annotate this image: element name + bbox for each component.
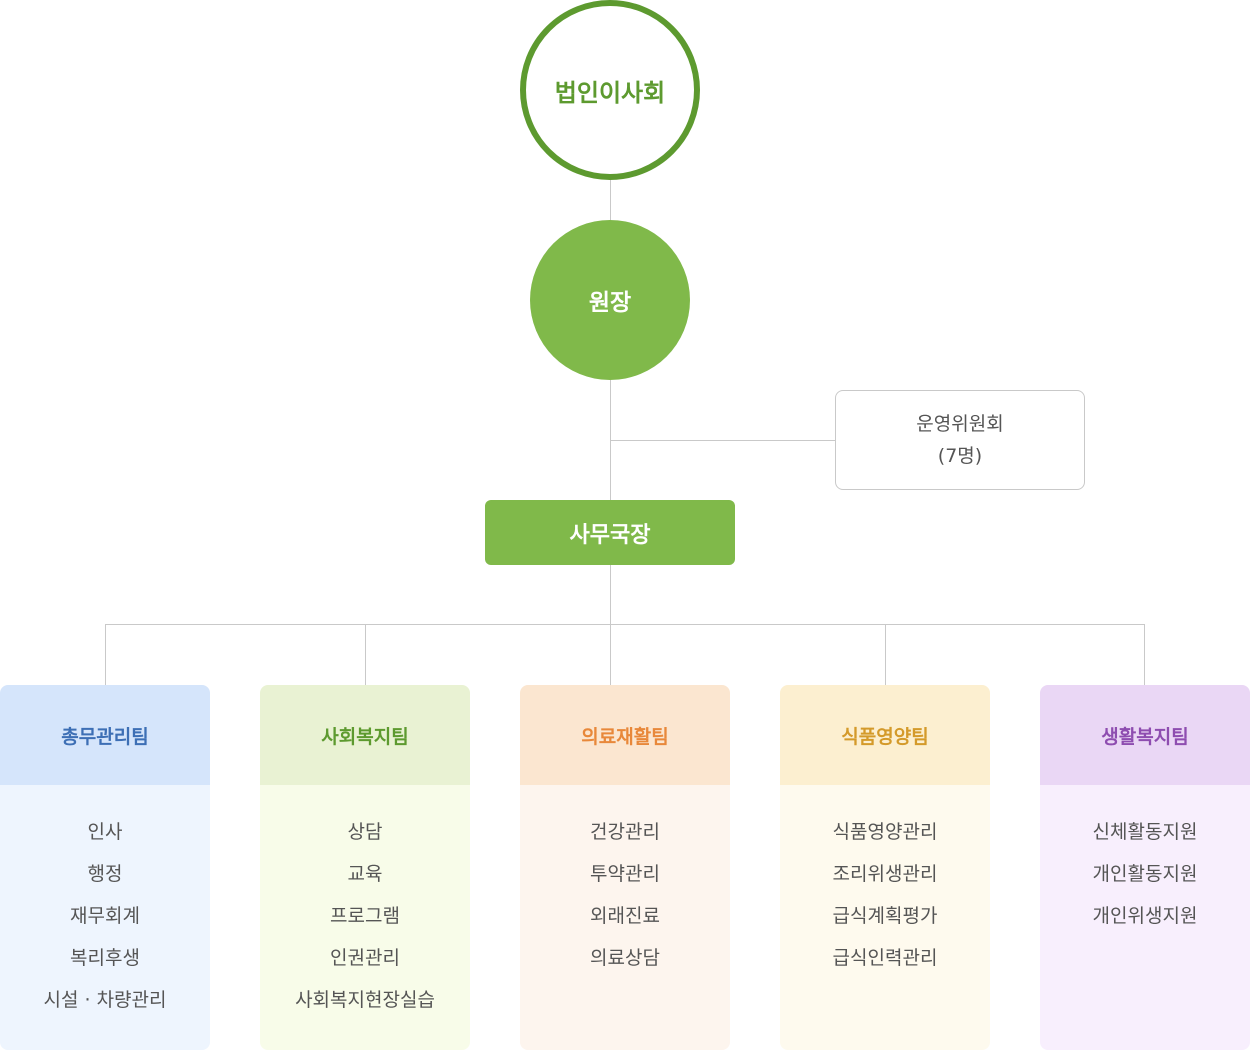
duty-item: 복리후생 <box>70 947 140 969</box>
team-title: 식품영양팀 <box>780 685 990 785</box>
board-label: 법인이사회 <box>554 78 666 107</box>
duty-item: 조리위생관리 <box>832 863 938 885</box>
connector-team-4 <box>885 624 886 685</box>
operating-committee-node: 운영위원회 (7명) <box>835 390 1085 490</box>
duty-item: 신체활동지원 <box>1092 821 1198 843</box>
duty-item: 교육 <box>347 863 383 885</box>
duty-item: 시설 · 차량관리 <box>43 989 167 1011</box>
duty-item: 행정 <box>87 863 123 885</box>
secretary-general-node: 사무국장 <box>485 500 735 565</box>
committee-label: 운영위원회 <box>916 413 1004 435</box>
duty-item: 인사 <box>87 821 123 843</box>
duty-item: 개인위생지원 <box>1092 905 1198 927</box>
connector-team-1 <box>105 624 106 685</box>
duty-item: 사회복지현장실습 <box>295 989 435 1011</box>
connector-team-5 <box>1144 624 1145 685</box>
duty-item: 외래진료 <box>590 905 660 927</box>
duty-item: 식품영양관리 <box>832 821 938 843</box>
duty-item: 급식인력관리 <box>832 947 938 969</box>
duty-item: 급식계획평가 <box>832 905 938 927</box>
team-title: 생활복지팀 <box>1040 685 1250 785</box>
team-title: 사회복지팀 <box>260 685 470 785</box>
team-title: 의료재활팀 <box>520 685 730 785</box>
duty-item: 상담 <box>347 821 383 843</box>
director-label: 원장 <box>588 290 632 316</box>
duty-item: 프로그램 <box>330 905 400 927</box>
duty-item: 인권관리 <box>330 947 400 969</box>
connector-board-director <box>610 180 611 220</box>
duty-item: 투약관리 <box>590 863 660 885</box>
committee-count: (7명) <box>937 445 983 467</box>
duty-item: 재무회계 <box>70 905 140 927</box>
connector-committee <box>610 440 835 441</box>
board-of-directors-node: 법인이사회 <box>520 0 700 180</box>
duty-item: 개인활동지원 <box>1092 863 1198 885</box>
team-title: 총무관리팀 <box>0 685 210 785</box>
duty-item: 건강관리 <box>590 821 660 843</box>
duty-item: 의료상담 <box>590 947 660 969</box>
connector-secretary-teams <box>610 565 611 685</box>
secretary-label: 사무국장 <box>569 522 651 548</box>
connector-team-2 <box>365 624 366 685</box>
connector-team-bus <box>105 624 1145 625</box>
director-node: 원장 <box>530 220 690 380</box>
